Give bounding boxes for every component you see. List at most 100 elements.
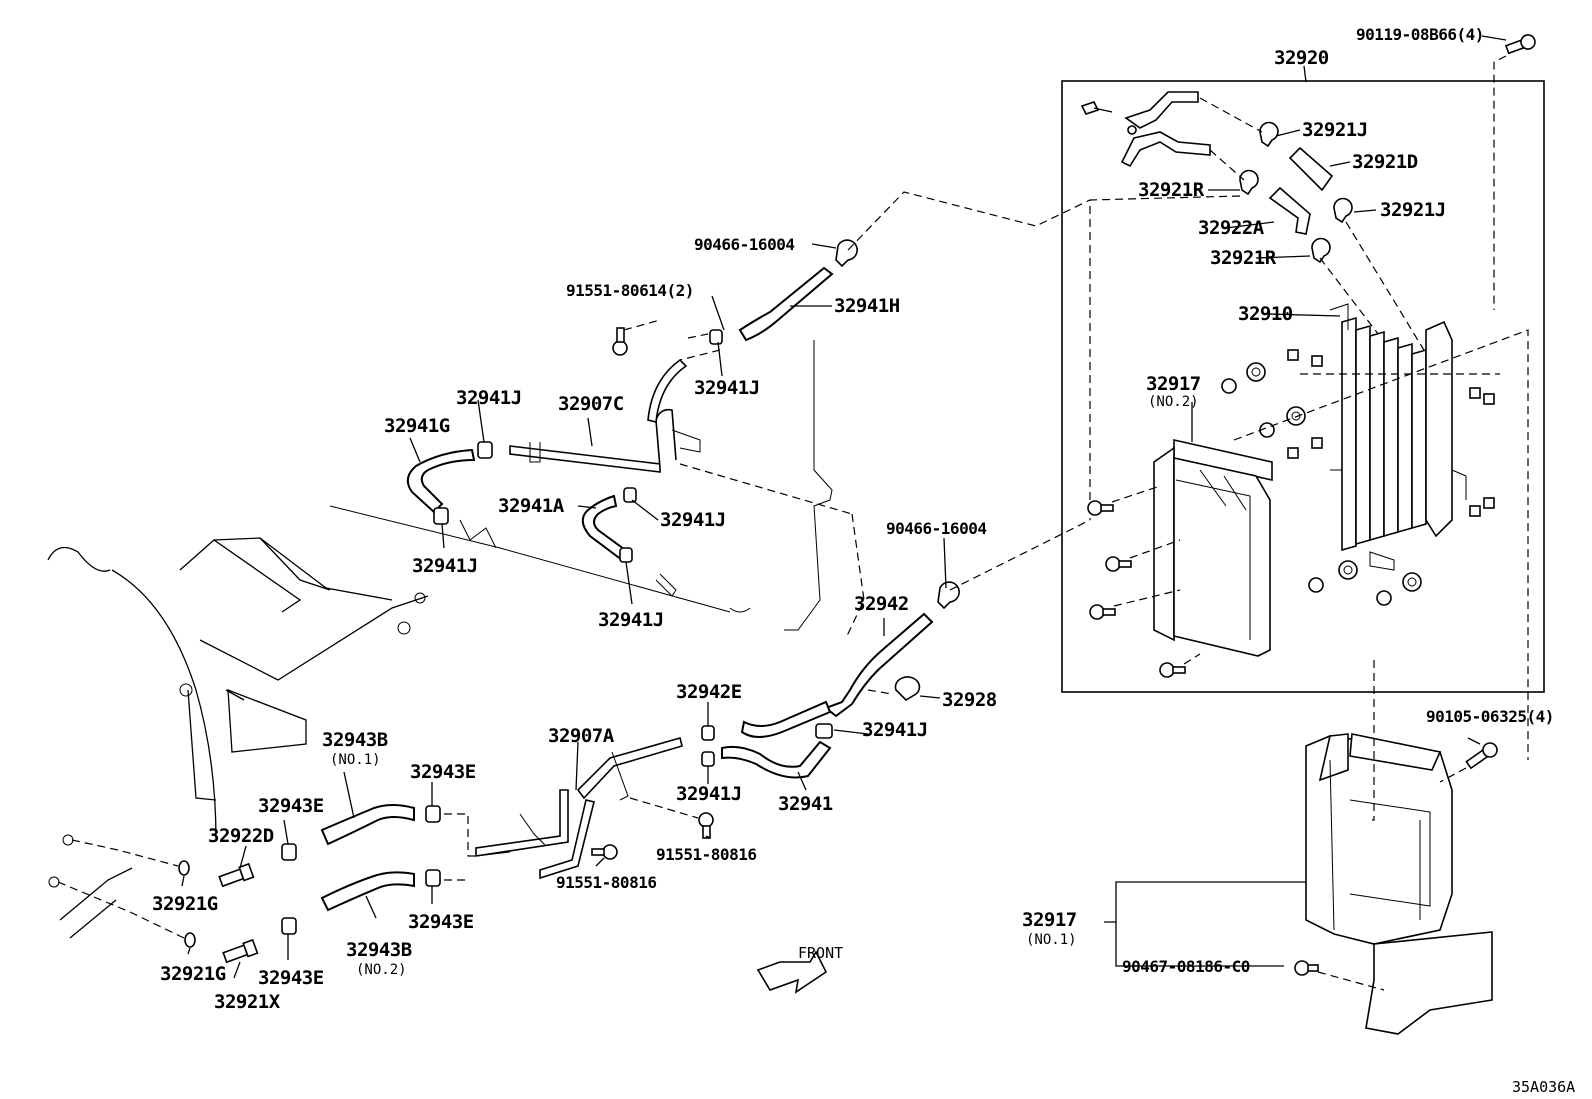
clamp-32941J-g [477, 441, 493, 459]
bolt-91551-80816-a [698, 812, 714, 839]
gasket-32921G-2 [184, 932, 196, 948]
hose-32941 [721, 740, 832, 779]
label-32943B-no1: 32943B [322, 729, 388, 751]
hose-32921D [1288, 146, 1334, 192]
pipe-assembly-32907A [475, 737, 683, 880]
bolts-left [1087, 500, 1186, 678]
mount-grommets [1221, 349, 1495, 606]
label-32941J-5: 32941J [598, 609, 664, 631]
clamp-32941J-upper [709, 329, 723, 345]
hose-32942 [824, 612, 934, 718]
bracket-32917-no2 [1153, 439, 1273, 657]
label-90119-08B66: 90119-08B66(4) [1356, 25, 1484, 44]
label-32941J-3: 32941J [660, 509, 726, 531]
clamp-32941J-a [623, 487, 637, 503]
label-32921X: 32921X [214, 991, 281, 1013]
label-32921R-a: 32921R [1138, 179, 1205, 201]
label-32917-no1-sub: (NO.1) [1026, 932, 1077, 948]
bolt-91551-80816-b [591, 844, 618, 860]
label-32922D: 32922D [208, 825, 274, 847]
hose-32943B-no2 [320, 871, 415, 912]
cooler-pipe-assembly [1080, 91, 1211, 168]
label-32907C: 32907C [558, 393, 624, 415]
label-32917-no2-sub: (NO.2) [1148, 394, 1199, 410]
label-32941G: 32941G [384, 415, 450, 437]
label-32921J-b: 32921J [1380, 199, 1446, 221]
label-32941J-1: 32941J [456, 387, 522, 409]
label-91551-80614: 91551-80614(2) [566, 281, 694, 300]
union-32921X [222, 938, 259, 964]
label-32943E-3: 32943E [408, 911, 474, 933]
label-32943B-no2: 32943B [346, 939, 412, 961]
clamp-32928 [894, 676, 921, 702]
label-32941J-7: 32941J [676, 783, 742, 805]
label-32910: 32910 [1238, 303, 1293, 325]
label-32920: 32920 [1274, 47, 1329, 69]
hose-32943B-no1 [320, 804, 415, 846]
label-32921R-b: 32921R [1210, 247, 1277, 269]
label-32917-no2: 32917 [1146, 373, 1201, 395]
label-32917-no1: 32917 [1022, 909, 1077, 931]
hose-clamp-32921J-b [1333, 197, 1353, 224]
diagram-reference-code: 35A036A [1512, 1078, 1575, 1096]
label-32941J-4: 32941J [412, 555, 478, 577]
clamp-32942E [701, 725, 715, 741]
engine-outline [47, 537, 429, 939]
clip-90467-08186 [1294, 960, 1319, 976]
clamp-32943E-1 [425, 805, 441, 823]
bolt-90119-08B66 [1504, 34, 1536, 55]
label-32941J-6: 32941J [862, 719, 928, 741]
hose-32941G [406, 448, 476, 514]
label-32943E-4: 32943E [258, 967, 324, 989]
clamp-32943E-3 [281, 843, 297, 861]
label-32941J-2: 32941J [694, 377, 760, 399]
hose-clamp-32921R-a [1239, 169, 1259, 196]
label-32942E: 32942E [676, 681, 742, 703]
bolt-91551-80614 [612, 327, 628, 356]
clamp-32943E-4 [281, 917, 297, 935]
label-front: FRONT [798, 944, 843, 962]
label-32942: 32942 [854, 593, 909, 615]
union-32922D [218, 862, 255, 888]
pipe-assembly-32907C [509, 358, 701, 473]
hose-clamp-32921R-b [1311, 237, 1331, 264]
cooler-assembly-frame [1061, 80, 1545, 693]
hose-32941H [738, 266, 834, 342]
leader-lines [181, 35, 1507, 979]
clamp-32941J-right [815, 723, 833, 739]
label-91551-80816-b: 91551-80816 [556, 873, 656, 892]
front-arrow-icon [756, 950, 828, 994]
air-duct-32917-no1 [1305, 733, 1493, 1035]
label-32943B-no1-sub: (NO.1) [330, 752, 381, 768]
label-32921G-2: 32921G [160, 963, 226, 985]
label-32943B-no2-sub: (NO.2) [356, 962, 407, 978]
hose-32922A [1268, 186, 1311, 235]
label-90467-08186-C0: 90467-08186-C0 [1122, 957, 1250, 976]
oil-cooler-core-32910 [1329, 303, 1467, 571]
hose-clamp-32921J-a [1259, 121, 1279, 148]
hose-32942-lower [740, 700, 832, 738]
gasket-32921G-1 [178, 860, 190, 876]
label-32922A: 32922A [1198, 217, 1265, 239]
label-32928: 32928 [942, 689, 997, 711]
bolt-90105-06325 [1465, 742, 1498, 770]
clamp-32941J-bottom [701, 751, 715, 767]
label-90105-06325: 90105-06325(4) [1426, 707, 1554, 726]
part-labels: 32920 90119-08B66(4) 32921J 32921D 32921… [152, 25, 1575, 1096]
clamp-90466-mid [937, 581, 960, 610]
clamp-32941J-a2 [619, 547, 633, 563]
clamp-32943E-2 [425, 869, 441, 887]
label-32941A: 32941A [498, 495, 565, 517]
label-32941H: 32941H [834, 295, 900, 317]
label-32941: 32941 [778, 793, 833, 815]
label-32921G-1: 32921G [152, 893, 218, 915]
label-32943E-1: 32943E [410, 761, 476, 783]
label-32921J-a: 32921J [1302, 119, 1368, 141]
clamp-90466-top [835, 239, 858, 268]
label-32907A: 32907A [548, 725, 615, 747]
label-32943E-2: 32943E [258, 795, 324, 817]
clamp-32941J-lower-g [433, 507, 449, 525]
label-90466-16004-mid: 90466-16004 [886, 519, 986, 538]
label-90466-16004-top: 90466-16004 [694, 235, 794, 254]
